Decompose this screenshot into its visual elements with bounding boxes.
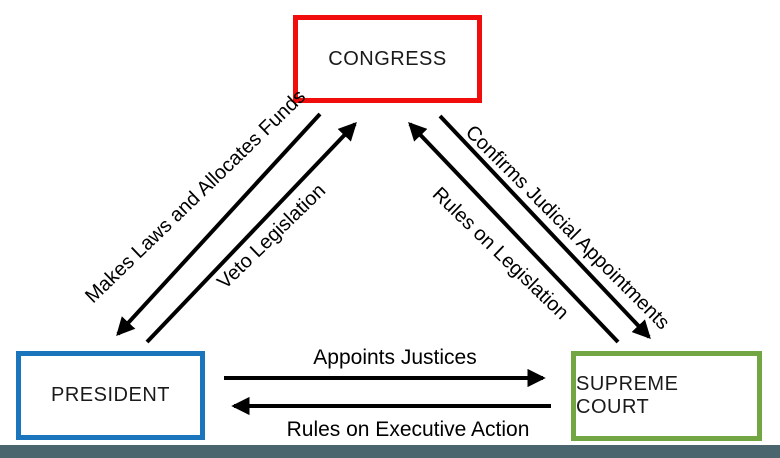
node-congress-label: CONGRESS [328,47,447,70]
node-supreme-court: SUPREME COURT [571,351,762,441]
footer-bar [0,445,780,458]
edge-label-rules-on-executive-action: Rules on Executive Action [286,418,530,441]
edge-label-appoints-justices: Appoints Justices [313,346,477,369]
node-congress: CONGRESS [293,15,482,103]
arrow-makes-laws [116,112,322,337]
node-president-label: PRESIDENT [51,384,170,406]
node-supreme-court-label: SUPREME COURT [576,373,679,418]
node-president: PRESIDENT [16,351,205,440]
arrow-veto-legislation [145,122,357,344]
arrow-rules-on-legislation [408,122,620,344]
arrow-confirms-appointments [438,114,651,340]
